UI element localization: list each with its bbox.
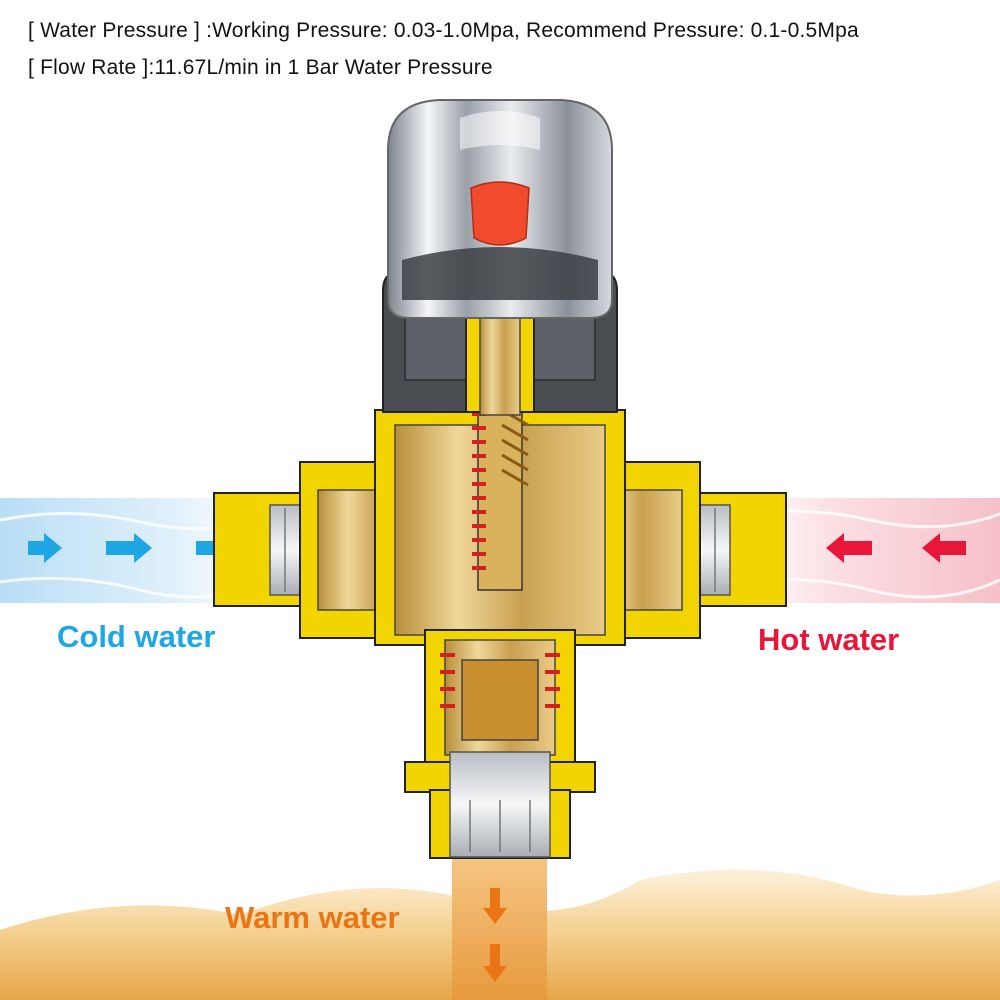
arrow-right-icon <box>28 533 62 563</box>
warm-water-stream <box>452 845 547 1000</box>
warm-flow-arrows <box>483 888 507 982</box>
hot-water-label: Hot water <box>758 622 900 657</box>
arrow-left-icon <box>922 533 966 563</box>
lower-spring <box>440 653 560 741</box>
flow-rate-spec: [ Flow Rate ]:11.67L/min in 1 Bar Water … <box>28 56 493 79</box>
arrow-down-icon <box>483 888 507 924</box>
outlet-fitting <box>404 751 596 859</box>
temperature-knob <box>387 99 613 319</box>
arrow-left-icon <box>826 533 872 563</box>
water-pressure-spec: [ Water Pressure ] :Working Pressure: 0.… <box>28 19 859 42</box>
red-indicator-icon <box>470 181 530 246</box>
arrow-down-icon <box>483 944 507 982</box>
cold-water-label: Cold water <box>57 619 216 654</box>
arrow-right-icon <box>106 533 152 563</box>
left-inlet-fitting <box>213 461 419 639</box>
thermostatic-spring <box>472 389 529 591</box>
warm-water-label: Warm water <box>225 900 400 935</box>
